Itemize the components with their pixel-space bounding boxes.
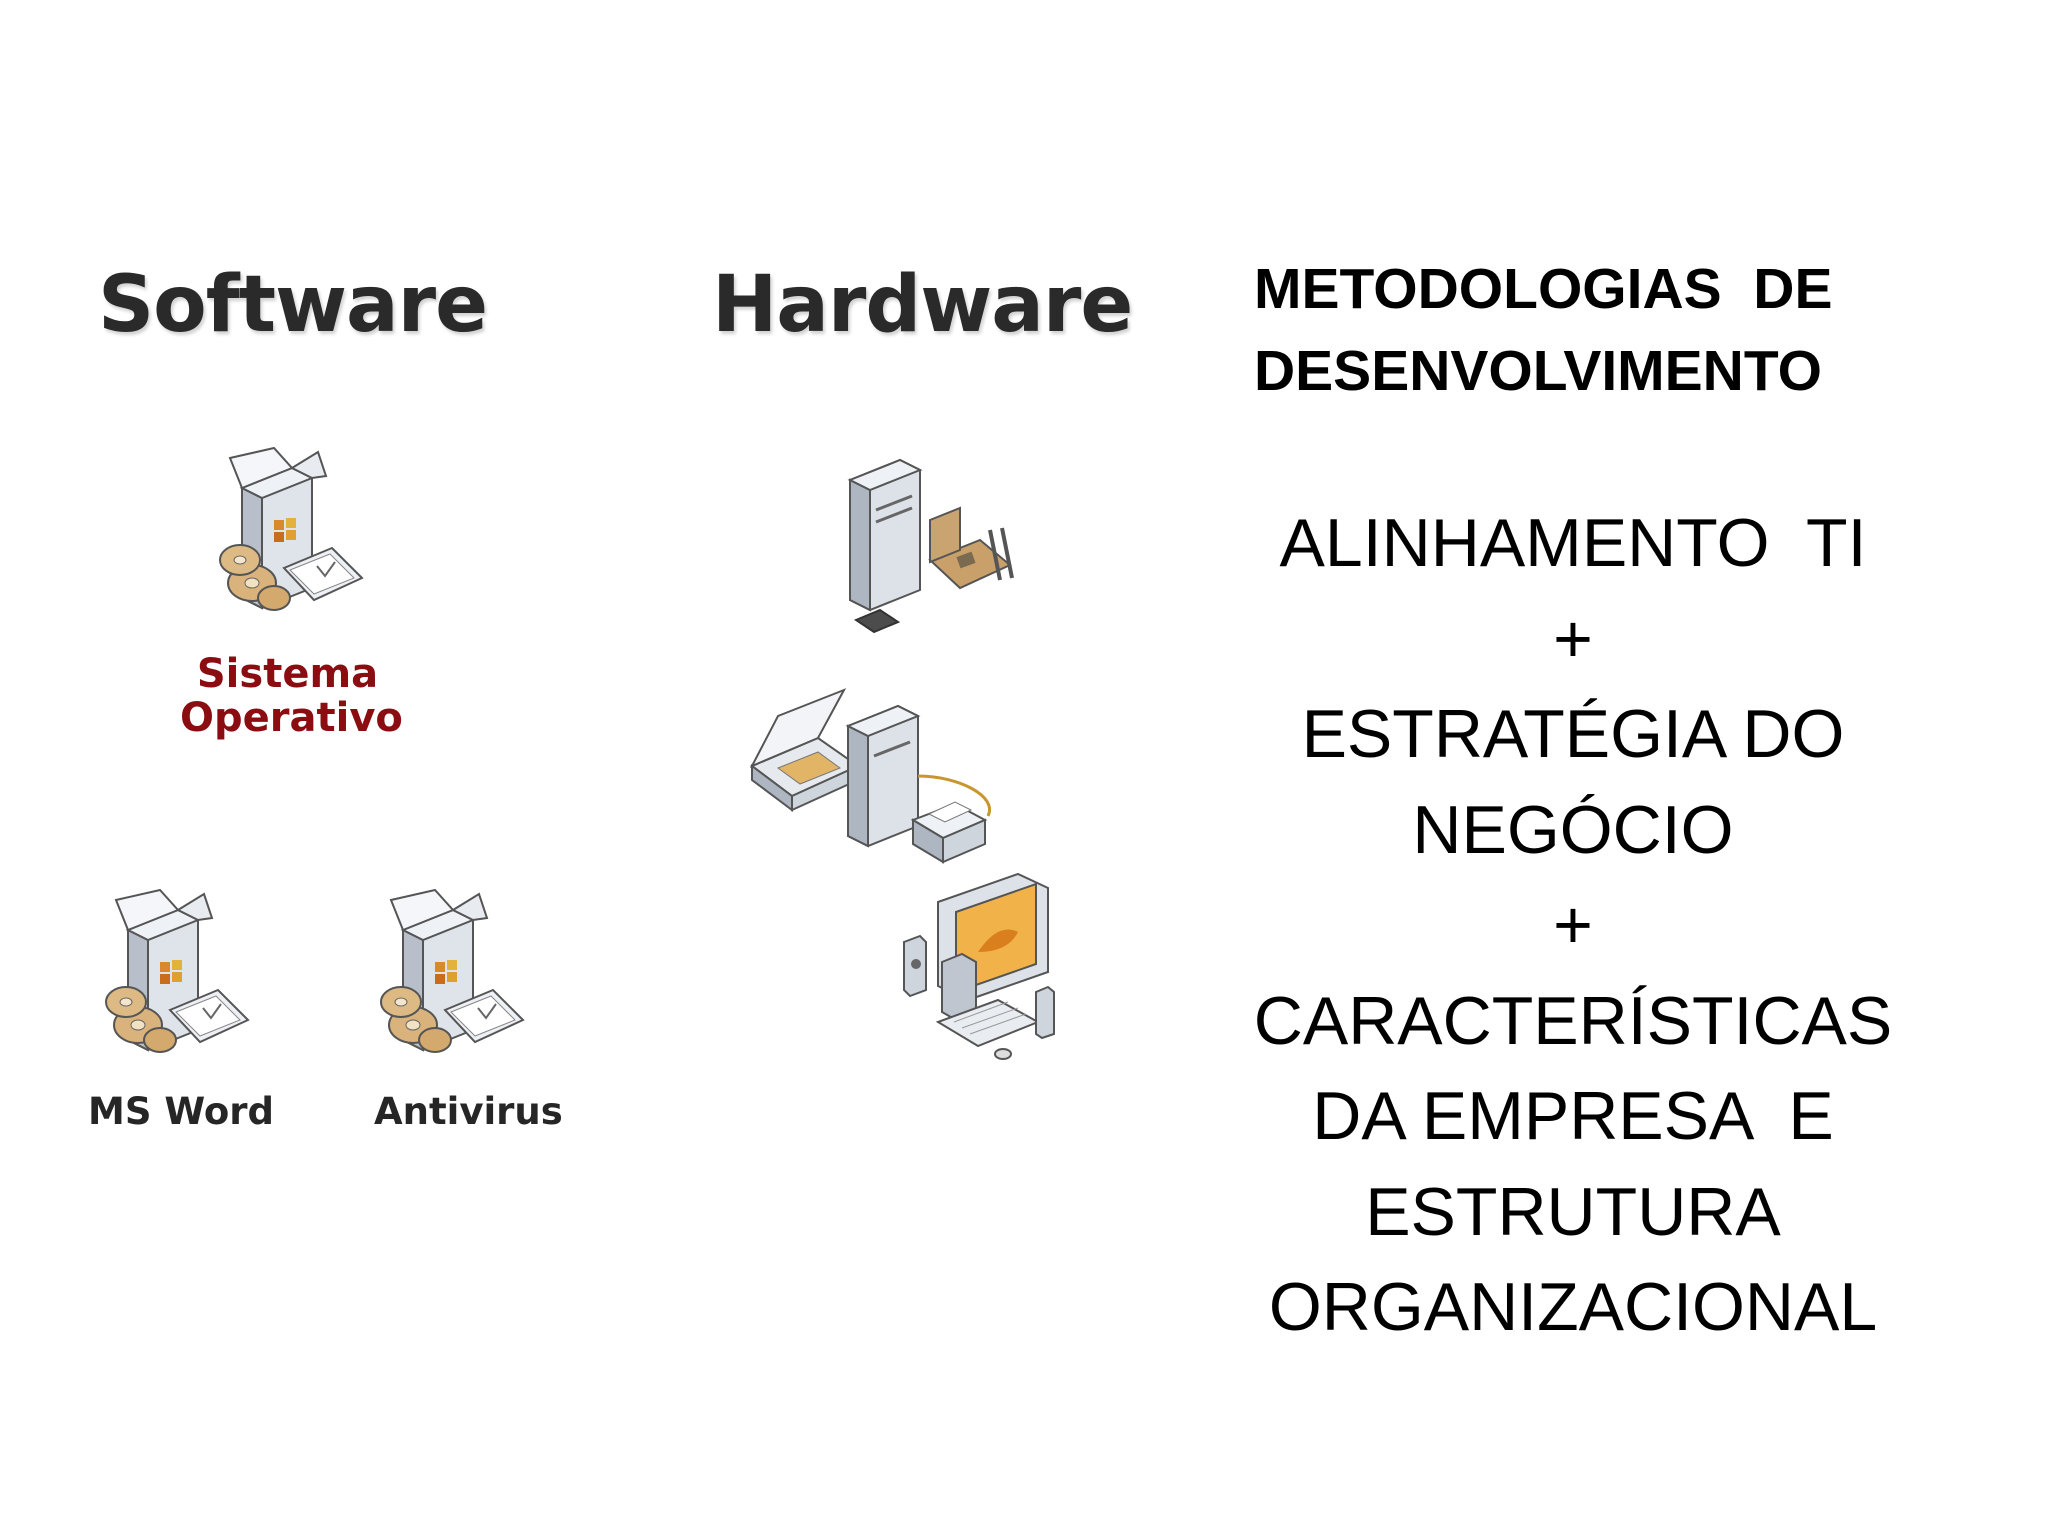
stack-line: NEGÓCIO <box>1412 791 1734 868</box>
stack-line: ORGANIZACIONAL <box>1268 1269 1878 1345</box>
os-label-line1: Sistema <box>196 651 379 697</box>
heading-line2: DESENVOLVIMENTO <box>1254 339 1822 403</box>
stack-line: ESTRATÉGIA DO <box>1301 696 1845 772</box>
software-box-icon <box>105 889 249 1053</box>
hardware-title: Hardware <box>712 260 1133 350</box>
ms-word-label: MS Word <box>88 1090 274 1133</box>
software-box-icon <box>219 447 363 611</box>
server-tower-icon <box>847 458 1014 634</box>
software-title: Software <box>98 260 488 350</box>
stack-plus: + <box>1553 600 1593 677</box>
stack-plus: + <box>1553 887 1593 963</box>
os-label-line2: Operativo <box>180 695 403 741</box>
methodologies-heading: METODOLOGIAS DE DESENVOLVIMENTO <box>1254 248 1833 412</box>
desktop-computer-icon <box>903 872 1055 1060</box>
scanner-icon <box>749 688 992 848</box>
os-label: Sistema Operativo <box>180 651 403 741</box>
heading-line1: METODOLOGIAS DE <box>1254 257 1833 321</box>
antivirus-label: Antivirus <box>374 1090 563 1133</box>
alignment-text-block: ALINHAMENTO TI + ESTRATÉGIA DO NEGÓCIO +… <box>1233 496 1913 1356</box>
stack-line: CARACTERÍSTICAS <box>1253 982 1893 1059</box>
stack-line: DA EMPRESA E <box>1312 1078 1834 1154</box>
software-box-icon <box>380 889 524 1053</box>
printer-icon <box>910 801 988 864</box>
stack-line: ESTRUTURA <box>1365 1173 1781 1250</box>
stack-line: ALINHAMENTO TI <box>1279 505 1867 581</box>
